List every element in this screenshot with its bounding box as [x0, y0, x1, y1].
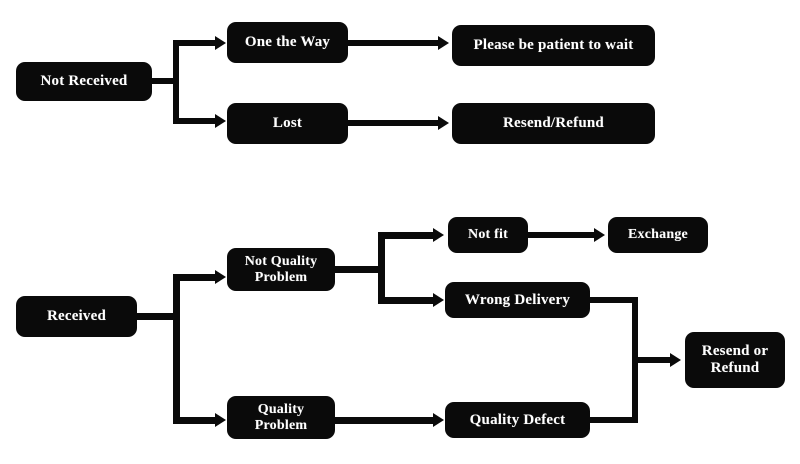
connector-one-the-way-to-please-wait — [348, 40, 440, 46]
node-wrong-delivery-label: Wrong Delivery — [464, 291, 571, 308]
connector-quality-problem-to-quality-defect — [335, 417, 434, 424]
node-one-the-way[interactable]: One the Way — [227, 22, 348, 63]
node-exchange[interactable]: Exchange — [608, 217, 708, 253]
connector-to-lost — [173, 118, 217, 124]
node-resend-refund-label: Resend/Refund — [503, 115, 604, 132]
connector-to-not-fit — [378, 232, 434, 239]
node-not-quality-problem-label-line1: Not Quality — [244, 253, 318, 269]
arrowhead-not-quality-problem — [215, 270, 226, 284]
node-lost[interactable]: Lost — [227, 103, 348, 144]
connector-to-one-the-way — [173, 40, 217, 46]
connector-not-received-split — [173, 40, 179, 124]
node-received-label: Received — [46, 308, 107, 325]
connector-to-wrong-delivery — [378, 297, 434, 304]
node-quality-defect[interactable]: Quality Defect — [445, 402, 590, 438]
node-wrong-delivery[interactable]: Wrong Delivery — [445, 282, 590, 318]
connector-merge-to-resend-or-refund — [632, 357, 672, 363]
node-resend-or-refund-label-line2: Refund — [710, 360, 760, 376]
arrowhead-quality-defect — [433, 413, 444, 427]
node-not-fit[interactable]: Not fit — [448, 217, 528, 253]
node-not-fit-label: Not fit — [468, 227, 508, 243]
node-exchange-label: Exchange — [628, 227, 688, 243]
node-not-quality-problem[interactable]: Not Quality Problem — [227, 248, 335, 291]
connector-lost-to-resend-refund — [348, 120, 440, 126]
arrowhead-please-wait — [438, 36, 449, 50]
connector-not-received-stem — [152, 78, 178, 84]
node-quality-defect-label: Quality Defect — [469, 411, 566, 428]
arrowhead-resend-refund — [438, 116, 449, 130]
arrowhead-not-fit — [433, 228, 444, 242]
node-not-received-label: Not Received — [40, 73, 128, 90]
node-resend-or-refund-label-line1: Resend or — [701, 343, 769, 360]
node-quality-problem-label-line1: Quality — [257, 401, 305, 417]
node-quality-problem-label-line2: Problem — [254, 417, 308, 433]
node-quality-problem[interactable]: Quality Problem — [227, 396, 335, 439]
connector-to-quality-problem — [173, 417, 217, 424]
node-not-received[interactable]: Not Received — [16, 62, 152, 101]
connector-not-quality-problem-stem — [335, 266, 382, 273]
connector-not-fit-to-exchange — [528, 232, 596, 238]
connector-received-split — [173, 274, 180, 424]
node-lost-label: Lost — [272, 115, 303, 132]
node-resend-refund[interactable]: Resend/Refund — [452, 103, 655, 144]
node-received[interactable]: Received — [16, 296, 137, 337]
arrowhead-exchange — [594, 228, 605, 242]
connector-to-not-quality-problem — [173, 274, 217, 281]
node-please-be-patient-to-wait-label: Please be patient to wait — [473, 37, 634, 54]
arrowhead-lost — [215, 114, 226, 128]
connector-received-stem — [137, 313, 179, 320]
arrowhead-resend-or-refund — [670, 353, 681, 367]
connector-not-quality-problem-split — [378, 232, 385, 304]
connector-wrong-delivery-merge — [590, 297, 638, 303]
node-please-be-patient-to-wait[interactable]: Please be patient to wait — [452, 25, 655, 66]
arrowhead-quality-problem — [215, 413, 226, 427]
arrowhead-wrong-delivery — [433, 293, 444, 307]
node-not-quality-problem-label-line2: Problem — [254, 269, 308, 285]
node-one-the-way-label: One the Way — [244, 34, 331, 51]
arrowhead-one-the-way — [215, 36, 226, 50]
node-resend-or-refund[interactable]: Resend or Refund — [685, 332, 785, 388]
connector-quality-defect-merge — [590, 417, 638, 423]
